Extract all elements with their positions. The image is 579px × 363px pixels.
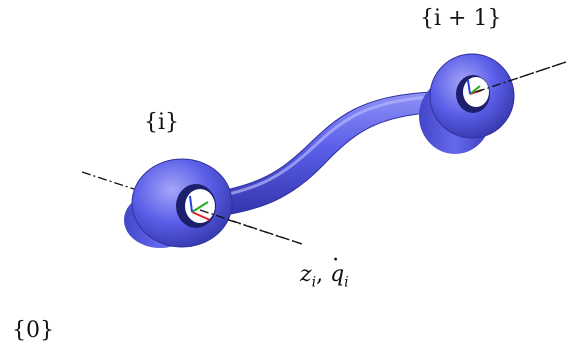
joint-axis-i-front	[199, 209, 303, 245]
link-bar-highlight	[199, 95, 431, 202]
frame-axes-i	[189, 195, 211, 221]
joint-axis-symbol: z	[300, 262, 312, 287]
frame-label-i-plus-1: {i + 1}	[420, 6, 502, 31]
ring-i	[124, 158, 233, 248]
joint-axis-subscript: i	[311, 274, 317, 291]
frame-label-base: {0}	[12, 318, 54, 343]
joint-velocity-subscript: i	[344, 274, 349, 291]
ring-i-plus-1	[419, 53, 515, 154]
joint-label-separator: ,	[316, 262, 331, 287]
joint-axis-i-plus-1-front	[475, 61, 567, 93]
joint-variable-label: zi, qi	[300, 248, 349, 291]
joint-velocity-symbol: q	[330, 248, 344, 287]
frame-label-i: {i}	[144, 110, 180, 135]
